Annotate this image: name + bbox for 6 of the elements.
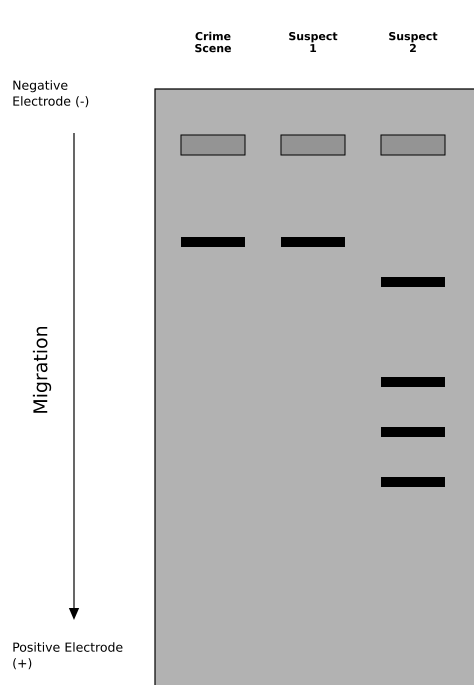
electrode-label: Negative Electrode (-): [13, 80, 88, 108]
lane-heading: Suspect 1: [289, 32, 338, 52]
lane-heading: Crime Scene: [195, 32, 231, 52]
migration-label: Migration: [32, 326, 52, 413]
electrode-label: Positive Electrode (+): [13, 642, 122, 670]
lane-heading: Suspect 2: [389, 32, 438, 52]
